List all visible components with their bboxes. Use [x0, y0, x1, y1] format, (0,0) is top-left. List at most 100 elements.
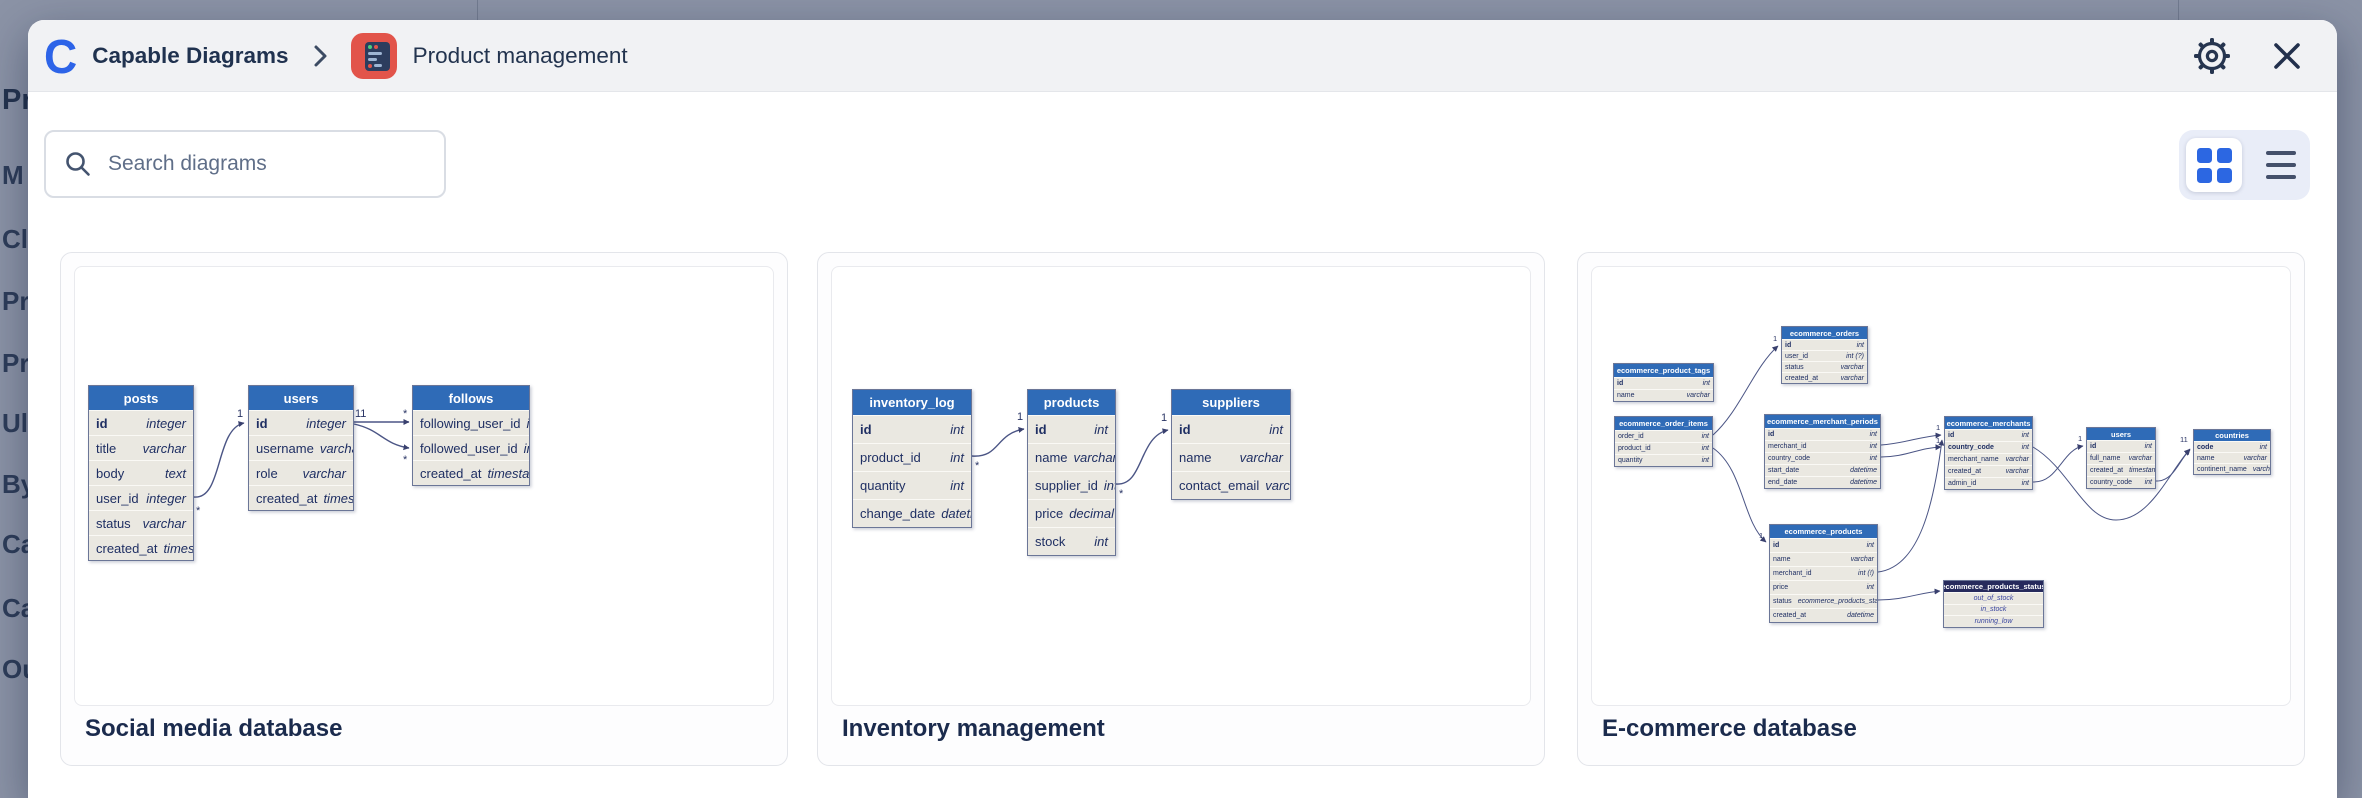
background-text-fragment: Ul	[2, 408, 28, 438]
background-divider	[477, 0, 478, 20]
background-text-fragment: M	[2, 160, 24, 190]
svg-text:11: 11	[355, 408, 366, 420]
svg-text:*: *	[1119, 488, 1124, 500]
er-row: created_attimestamp	[413, 460, 529, 485]
svg-text:*: *	[403, 454, 408, 466]
search-input[interactable]	[106, 151, 426, 177]
svg-text:*: *	[975, 460, 980, 472]
close-icon[interactable]	[2271, 40, 2303, 72]
er-table-header: products	[1028, 390, 1115, 415]
settings-gear-icon[interactable]	[2191, 35, 2233, 77]
grid-view-button[interactable]	[2186, 138, 2242, 192]
er-row: usernamevarchar	[249, 435, 353, 460]
er-table-users: usersidintegerusernamevarcharrolevarchar…	[248, 385, 354, 511]
product-management-icon	[350, 32, 397, 79]
svg-text:1: 1	[1773, 334, 1777, 343]
svg-text:1: 1	[1017, 411, 1023, 423]
er-connections: * 1 * 1	[971, 411, 1169, 500]
grid-view-icon	[2196, 147, 2232, 183]
er-row: contact_emailvarchar	[1172, 471, 1290, 499]
background-text-fragment: By	[2, 469, 29, 499]
breadcrumb-chevron-icon	[314, 45, 327, 66]
svg-text:1: 1	[1759, 531, 1763, 540]
background-text-fragment: Pr	[2, 286, 29, 316]
er-table-header: users	[2087, 428, 2155, 440]
er-table-header: ecommerce_orders	[1782, 327, 1867, 339]
svg-text:1: 1	[237, 408, 243, 420]
modal-header: C Capable Diagrams Product management	[28, 20, 2337, 92]
list-view-button[interactable]	[2259, 138, 2303, 192]
capable-diagrams-logo: C	[44, 28, 77, 83]
background-text-fragment: Ca	[2, 593, 29, 623]
er-table-header: ecommerce_product_tags	[1614, 364, 1713, 377]
svg-text:1: 1	[1936, 423, 1940, 432]
er-table-header: inventory_log	[853, 390, 971, 415]
svg-text:1: 1	[2078, 434, 2082, 443]
svg-text:*: *	[403, 408, 408, 420]
diagrams-modal: C Capable Diagrams Product management	[28, 20, 2337, 798]
er-row: created_attimestamp	[249, 485, 353, 510]
svg-text:*: *	[196, 505, 201, 517]
er-table-header: posts	[89, 386, 193, 410]
background-text-fragment: Ou	[2, 654, 29, 684]
er-table-header: ecommerce_merchant_periods	[1765, 415, 1880, 428]
svg-text:1: 1	[1161, 412, 1167, 424]
search-box	[44, 130, 446, 198]
card-title: Social media database	[85, 715, 343, 742]
er-table-header: countries	[2194, 430, 2270, 441]
breadcrumb-app-name[interactable]: Capable Diagrams	[92, 42, 289, 68]
er-row: in_stock	[1944, 603, 2043, 616]
er-table-header: ecommerce_order_items	[1615, 417, 1712, 430]
svg-text:1: 1	[1936, 436, 1940, 445]
er-table-header: ecommerce_products	[1770, 525, 1877, 538]
er-table-products: productsidintnamevarcharsupplier_idintpr…	[1027, 389, 1116, 556]
